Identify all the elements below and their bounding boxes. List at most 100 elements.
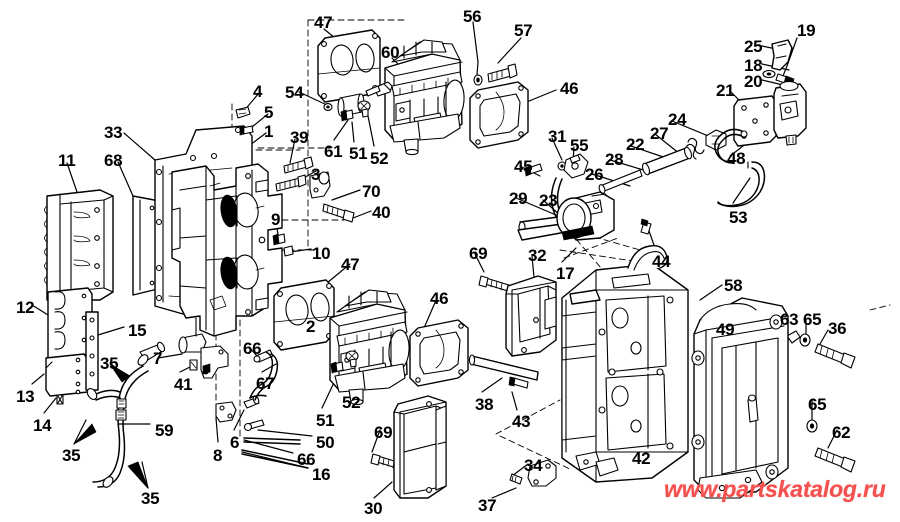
callout-screw[interactable]: 45 [514,157,533,176]
part-48-clamp [714,128,748,164]
callout-rod[interactable]: 22 [626,135,645,154]
callout-reed-plate[interactable]: 12 [16,298,35,317]
part-30-electrical-box [393,395,447,499]
callout-electrical-box[interactable]: 30 [364,499,383,518]
part-46-gasket-upper [469,81,529,149]
callout-link[interactable]: 29 [509,189,528,208]
part-59-fuel-hose [73,341,166,489]
callout-link-rod[interactable]: 50 [316,433,335,452]
callout-screw[interactable]: 44 [652,252,671,271]
part-21-mounting-plate [733,95,777,147]
callout-rod[interactable]: 38 [475,395,494,414]
part-58-air-silencer-base [561,244,689,483]
callout-screw[interactable]: 39 [290,128,309,147]
callout-screw-ground[interactable]: 19 [797,21,816,40]
callout-reed-plate-lower[interactable]: 13 [16,387,35,406]
callout-screw[interactable]: 42 [632,449,651,468]
callout-washer[interactable]: 56 [463,7,482,26]
callout-bracket[interactable]: 34 [524,456,543,475]
callout-screw[interactable]: 69 [469,244,488,263]
callout-screw[interactable]: 14 [33,416,52,435]
callout-pin[interactable]: 55 [570,136,589,155]
callout-air-silencer-cover[interactable]: 49 [716,320,735,339]
callout-screw[interactable]: 9 [271,210,281,229]
callout-screw[interactable]: 36 [828,319,847,338]
part-32-electrical-bracket [505,275,557,357]
callout-bracket[interactable]: 70 [362,182,381,201]
callout-stud[interactable]: 3 [311,165,321,184]
callout-carburetor-to-manifold-gasket-upper[interactable]: 47 [314,13,333,32]
callout-rod[interactable]: 16 [312,465,331,484]
callout-screw[interactable]: 52 [342,393,361,412]
callout-fuel-hose[interactable]: 59 [155,421,174,440]
callout-washer[interactable]: 65 [808,395,827,414]
callout-screw[interactable]: 40 [372,203,391,222]
callout-lever[interactable]: 26 [585,165,604,184]
callout-link-rod[interactable]: 66 [243,339,262,358]
part-53-hose [717,161,766,208]
part-41-plug [189,359,198,371]
callout-washer[interactable]: 54 [285,83,304,102]
callout-grommet[interactable]: 20 [744,72,763,91]
callout-screw[interactable]: 43 [512,412,531,431]
callout-plug[interactable]: 41 [174,375,193,394]
callout-intake-manifold-gasket-lower[interactable]: 46 [430,289,449,308]
callout-hose-clamp[interactable]: 35 [62,446,81,465]
callout-bushing[interactable]: 18 [744,56,763,75]
callout-fitting[interactable]: 7 [153,349,163,368]
callout-bracket[interactable]: 8 [213,446,223,465]
callout-nut[interactable]: 24 [668,110,687,129]
callout-washer[interactable]: 65 [803,310,822,329]
callout-rod[interactable]: 28 [605,150,624,169]
callout-intake-manifold[interactable]: 1 [264,122,274,141]
callout-carburetor-to-manifold-gasket-lower[interactable]: 47 [341,255,360,274]
callout-screw[interactable]: 51 [316,411,335,430]
callout-air-silencer-base[interactable]: 58 [724,276,743,295]
callout-hose-clamp[interactable]: 35 [141,489,160,508]
part-14-screw [56,394,64,405]
callout-clip[interactable]: 4 [253,82,263,101]
callout-spring[interactable]: 27 [650,124,669,143]
callout-carburetor-link-upper[interactable]: 60 [381,43,400,62]
part-47-lower-gasket [273,279,335,351]
site-watermark: www.partskatalog.ru [664,476,886,502]
callout-link-rod[interactable]: 66 [297,450,316,469]
callout-hose[interactable]: 53 [729,208,748,227]
callout-reed-stop-plate[interactable]: 15 [128,321,147,340]
callout-retainer[interactable]: 67 [256,374,275,393]
callout-hose-clamp[interactable]: 35 [100,354,119,373]
callout-reed-valve-housing[interactable]: 11 [58,151,76,170]
callout-lever[interactable]: 25 [744,37,763,56]
callout-screw[interactable]: 2 [306,317,316,336]
throttle-linkage-group [517,129,727,241]
callout-cover-plate[interactable]: 68 [104,151,123,170]
part-25-lever [771,39,793,71]
callout-screw[interactable]: 5 [264,103,274,122]
callout-rod[interactable]: 6 [230,433,240,452]
callout-link[interactable]: 23 [539,191,558,210]
fasteners-group [235,63,856,487]
callout-grommet[interactable]: 63 [780,310,799,329]
callout-manifold-gasket[interactable]: 33 [104,123,123,142]
part-15-reed-stop-plate [85,311,99,391]
callout-link-rod[interactable]: 61 [324,142,343,161]
part-46-gasket-lower [409,319,469,387]
callout-clamp[interactable]: 48 [727,149,746,168]
part-13-reed-plate-lower [45,353,89,397]
callout-screw[interactable]: 69 [374,423,393,442]
part-8-bracket [200,345,229,379]
callout-washer[interactable]: 31 [548,127,567,146]
callout-intake-manifold-gasket-upper[interactable]: 46 [560,79,579,98]
part-11-reed-valve-housing [44,189,114,301]
callout-screw[interactable]: 62 [832,423,851,442]
callout-screw[interactable]: 57 [514,21,533,40]
callout-mounting-plate[interactable]: 21 [716,81,735,100]
callout-electrical-bracket[interactable]: 32 [528,246,547,265]
linkage-rods-group [215,349,309,469]
callout-dowel-pin[interactable]: 10 [312,244,331,263]
callout-coil-assembly[interactable]: 17 [556,264,575,283]
callout-screw[interactable]: 37 [478,496,497,515]
callout-screw[interactable]: 52 [370,149,389,168]
callout-screw[interactable]: 51 [349,144,368,163]
